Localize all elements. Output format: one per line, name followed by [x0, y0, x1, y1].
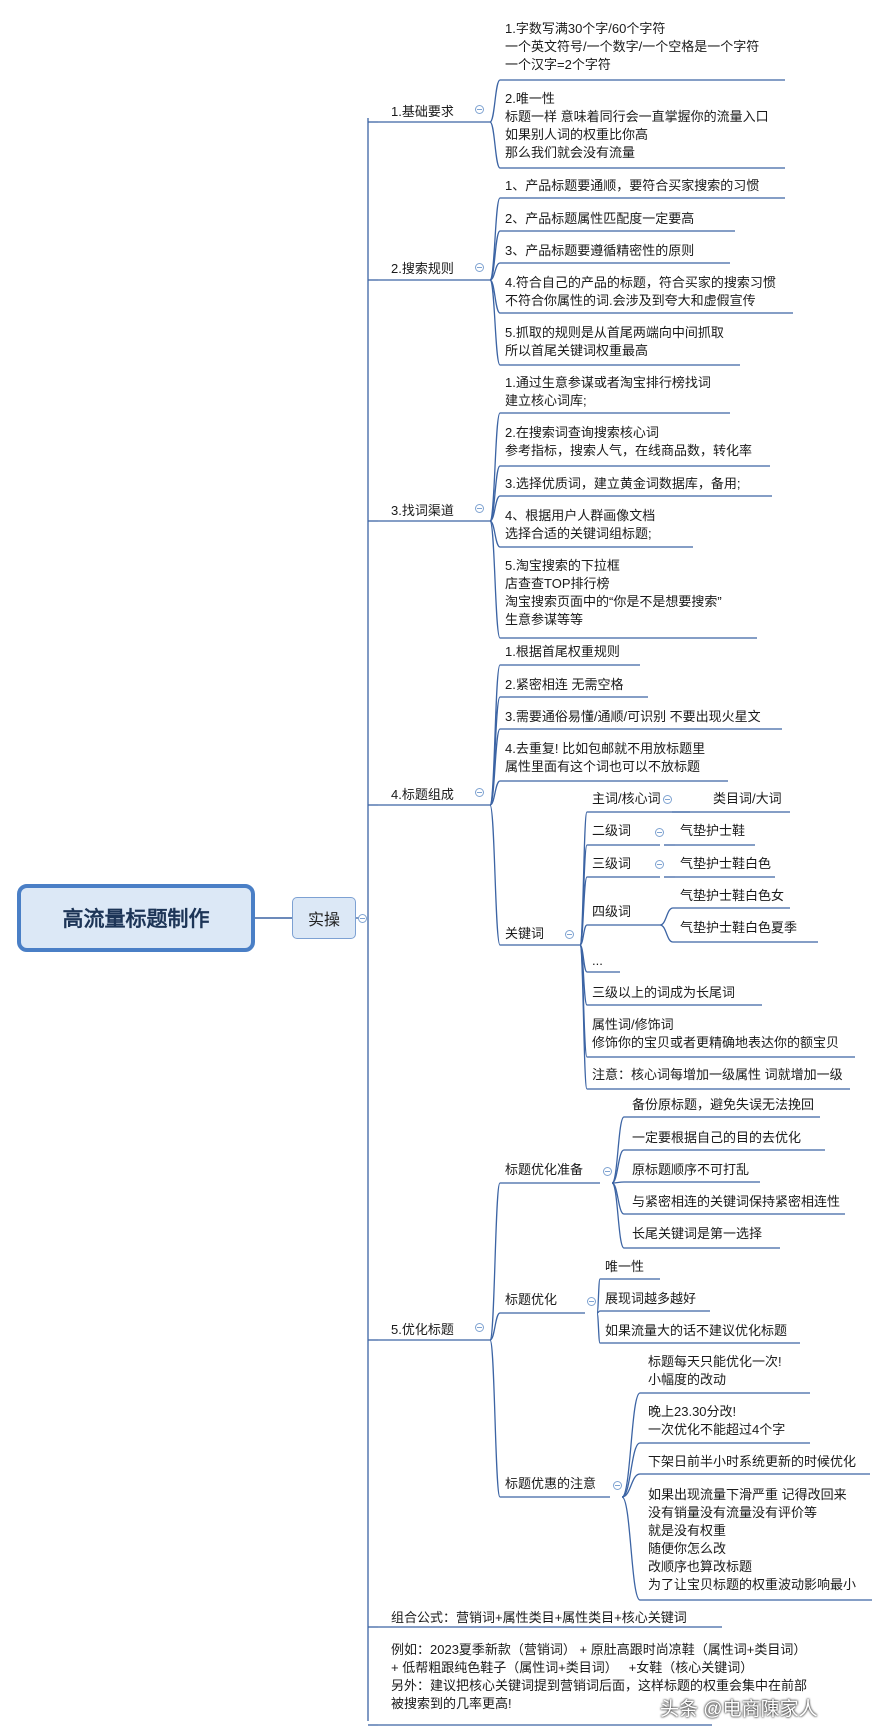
keyword-item[interactable]: 属性词/修饰词 修饰你的宝贝或者更精确地表达你的额宝贝 [592, 1017, 840, 1050]
connector-line [489, 664, 501, 806]
node-text[interactable]: 1.根据首尾权重规则 [505, 644, 620, 659]
node-text[interactable]: 一定要根据自己的目的去优化 [632, 1130, 802, 1145]
connector-line [489, 79, 501, 123]
node-text[interactable]: 3、产品标题要遵循精密性的原则 [505, 243, 695, 258]
connector-line [489, 279, 501, 366]
connector-line [489, 230, 501, 281]
collapse-icon[interactable] [603, 1167, 612, 1176]
connector-line [621, 1442, 641, 1498]
node-text[interactable]: 长尾关键词是第一选择 [632, 1226, 763, 1241]
node-text[interactable]: 原标题顺序不可打乱 [632, 1162, 750, 1177]
connector-line [611, 1149, 625, 1184]
watermark: 头条 @电商陳家人 [660, 1699, 818, 1720]
collapse-icon[interactable] [663, 795, 672, 804]
connector-line [596, 1312, 601, 1344]
node-text[interactable]: 3.需要通俗易懂/通顺/可识别 不要出现火星文 [505, 709, 761, 724]
node-text[interactable]: 标题每天只能优化一次! 小幅度的改动 [648, 1354, 782, 1387]
keyword-child[interactable]: 气垫护士鞋 [680, 823, 746, 838]
node-text[interactable]: 5.淘宝搜索的下拉框 店查查TOP排行榜 淘宝搜索页面中的“你是不是想要搜索” … [505, 558, 722, 627]
node-text[interactable]: 如果流量大的话不建议优化标题 [605, 1323, 788, 1338]
connector-line [489, 1182, 501, 1341]
node-text[interactable]: 展现词越多越好 [605, 1291, 697, 1306]
node-text[interactable]: 2.唯一性 标题一样 意味着同行会一直掌握你的流量入口 如果别人词的权重比你高 … [505, 91, 769, 160]
group-label[interactable]: 标题优惠的注意 [505, 1476, 597, 1491]
node-text[interactable]: 2.在搜索词查询搜索核心词 参考指标，搜索人气，在线商品数，转化率 [505, 425, 753, 458]
collapse-icon[interactable] [475, 263, 484, 272]
connector-line [489, 1312, 501, 1341]
keyword-item[interactable]: 三级词 [592, 856, 632, 871]
connector-line [489, 696, 501, 806]
connector-line [489, 780, 501, 806]
collapse-icon[interactable] [655, 860, 664, 869]
node-text[interactable]: 下架日前半小时系统更新的时候优化 [648, 1454, 857, 1469]
example-text[interactable]: 例如：2023夏季新款（营销词） + 原肚高跟时尚凉鞋（属性词+类目词） + 低… [391, 1642, 808, 1711]
connector-line [489, 495, 501, 522]
connector-line [611, 1116, 625, 1184]
node-text[interactable]: 晚上23.30分改! 一次优化不能超过4个字 [648, 1404, 786, 1437]
keyword-label[interactable]: 关键词 [505, 926, 545, 941]
group-label[interactable]: 标题优化准备 [505, 1162, 584, 1177]
connector-line [596, 1278, 601, 1314]
node-text[interactable]: 5.抓取的规则是从首尾两端向中间抓取 所以首尾关键词权重最高 [505, 325, 724, 358]
section-label[interactable]: 3.找词渠道 [391, 503, 454, 518]
collapse-icon[interactable] [475, 105, 484, 114]
keyword-item[interactable]: 三级以上的词成为长尾词 [592, 985, 736, 1000]
connector-line [489, 262, 501, 281]
connector-line [579, 924, 588, 946]
connector-line [489, 804, 501, 946]
connector-line [579, 944, 588, 1090]
node-text[interactable]: 如果出现流量下滑严重 记得改回来 没有销量没有流量没有评价等 就是没有权重 随便… [648, 1487, 857, 1592]
node-text[interactable]: 2、产品标题属性匹配度一定要高 [505, 211, 695, 226]
section-label[interactable]: 2.搜索规则 [391, 261, 454, 276]
collapse-icon[interactable] [475, 788, 484, 797]
node-text[interactable]: 1.字数写满30个字/60个字符 一个英文符号/一个数字/一个空格是一个字符 一… [505, 21, 760, 72]
connector-line [621, 1392, 641, 1498]
keyword-child[interactable]: 类目词/大词 [713, 791, 782, 806]
connector-line [579, 876, 588, 946]
keyword-item[interactable]: 主词/核心词 [592, 791, 661, 806]
node-text[interactable]: 1、产品标题要通顺，要符合买家搜索的习惯 [505, 178, 760, 193]
connector-line [659, 924, 674, 943]
connector-line [489, 197, 501, 281]
keyword-item[interactable]: 四级词 [592, 904, 632, 919]
connector-line [489, 121, 501, 169]
node-text[interactable]: 唯一性 [605, 1259, 645, 1274]
section-label[interactable]: 1.基础要求 [391, 104, 454, 119]
keyword-item[interactable]: 注意：核心词每增加一级属性 词就增加一级 [592, 1067, 843, 1082]
node-text[interactable]: 4.符合自己的产品的标题，符合买家的搜索习惯 不符合你属性的词.会涉及到夸大和虚… [505, 275, 776, 308]
formula-text[interactable]: 组合公式：营销词+属性类目+属性类目+核心关键词 [391, 1610, 687, 1625]
collapse-icon[interactable] [613, 1481, 622, 1490]
node-text[interactable]: 3.选择优质词，建立黄金词数据库，备用; [505, 476, 741, 491]
main-topic[interactable]: 实操 [292, 897, 356, 939]
connector-line [621, 1473, 641, 1498]
node-text[interactable]: 2.紧密相连 无需空格 [505, 677, 624, 692]
connector-line [489, 520, 501, 639]
collapse-icon[interactable] [475, 504, 484, 513]
section-label[interactable]: 4.标题组成 [391, 787, 454, 802]
keyword-child[interactable]: 气垫护士鞋白色夏季 [680, 920, 798, 935]
keyword-item[interactable]: 二级词 [592, 823, 632, 838]
keyword-child[interactable]: 气垫护士鞋白色女 [680, 888, 785, 903]
collapse-icon[interactable] [655, 828, 664, 837]
collapse-icon[interactable] [358, 914, 367, 923]
keyword-item[interactable]: ... [592, 953, 603, 968]
connector-line [489, 728, 501, 806]
connector-line [489, 1339, 501, 1498]
section-label[interactable]: 5.优化标题 [391, 1322, 454, 1337]
node-text[interactable]: 4、根据用户人群画像文档 选择合适的关键词组标题; [505, 508, 656, 541]
collapse-icon[interactable] [565, 930, 574, 939]
node-text[interactable]: 与紧密相连的关键词保持紧密相连性 [632, 1194, 841, 1209]
connector-line [659, 907, 674, 926]
collapse-icon[interactable] [587, 1297, 596, 1306]
group-label[interactable]: 标题优化 [505, 1292, 558, 1307]
keyword-child[interactable]: 气垫护士鞋白色 [680, 856, 772, 871]
node-text[interactable]: 4.去重复! 比如包邮就不用放标题里 属性里面有这个词也可以不放标题 [505, 741, 706, 774]
connector-line [611, 1182, 625, 1249]
connector-line [621, 1496, 641, 1601]
node-text[interactable]: 1.通过生意参谋或者淘宝排行榜找词 建立核心词库; [505, 375, 711, 408]
node-text[interactable]: 备份原标题，避免失误无法挽回 [632, 1097, 815, 1112]
root-topic[interactable]: 高流量标题制作 [17, 884, 255, 952]
collapse-icon[interactable] [475, 1323, 484, 1332]
